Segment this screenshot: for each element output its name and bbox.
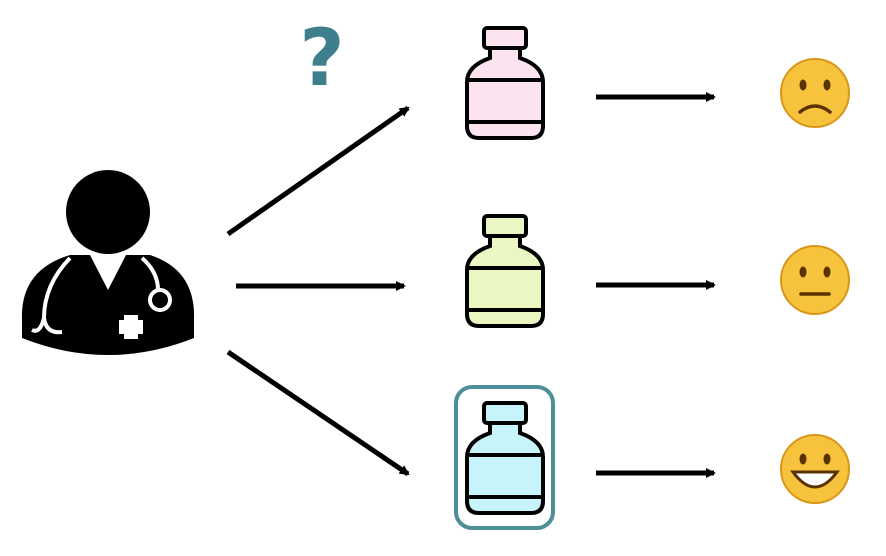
medicine-bottle-cyan-icon xyxy=(465,401,545,515)
frowning-face-icon xyxy=(780,58,850,128)
neutral-face-icon xyxy=(780,245,850,315)
question-mark: ? xyxy=(299,14,345,104)
selected-treatment-highlight xyxy=(454,385,555,530)
grinning-face-icon xyxy=(780,434,850,504)
medicine-bottle-yellow-green-icon xyxy=(465,214,545,328)
arrow-to-bottom-bottle xyxy=(226,349,410,477)
medicine-bottle-pink-icon xyxy=(465,26,545,140)
doctor-icon xyxy=(21,170,195,355)
arrow-to-top-bottle xyxy=(226,105,410,237)
